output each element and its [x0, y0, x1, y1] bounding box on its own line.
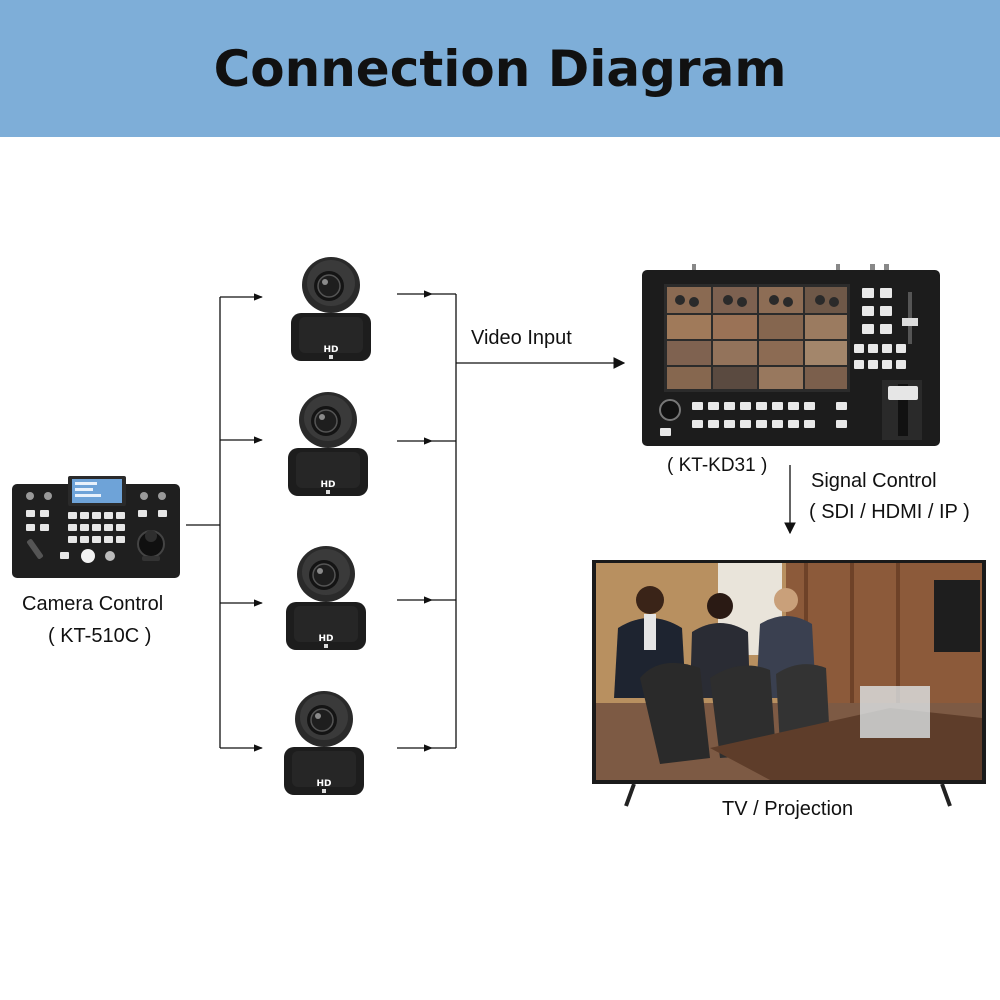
camera-controller-name: Camera Control: [22, 593, 164, 615]
ptz-camera-4: HD: [284, 691, 364, 795]
ptz-camera-3: HD: [286, 546, 366, 650]
display-label: TV / Projection: [722, 798, 854, 820]
camera-hd-badge-2: HD: [320, 480, 335, 490]
ptz-camera-2: HD: [288, 392, 368, 496]
camera-hd-badge-1: HD: [323, 345, 338, 355]
page-title: Connection Diagram: [213, 39, 787, 98]
video-input-label: Video Input: [471, 327, 572, 349]
video-switcher-device: [642, 264, 940, 446]
switcher-model: ( KT-KD31 ): [667, 455, 768, 476]
signal-interfaces-label: ( SDI / HDMI / IP ): [809, 501, 970, 523]
camera-controller-device: [12, 476, 180, 578]
camera-hd-badge-4: HD: [316, 779, 331, 789]
title-banner: Connection Diagram: [0, 0, 1000, 137]
camera-controller-model: ( KT-510C ): [48, 625, 152, 647]
ptz-camera-1: HD: [291, 257, 371, 361]
signal-control-label: Signal Control: [811, 470, 937, 492]
camera-hd-badge-3: HD: [318, 634, 333, 644]
tv-display: [592, 560, 986, 807]
